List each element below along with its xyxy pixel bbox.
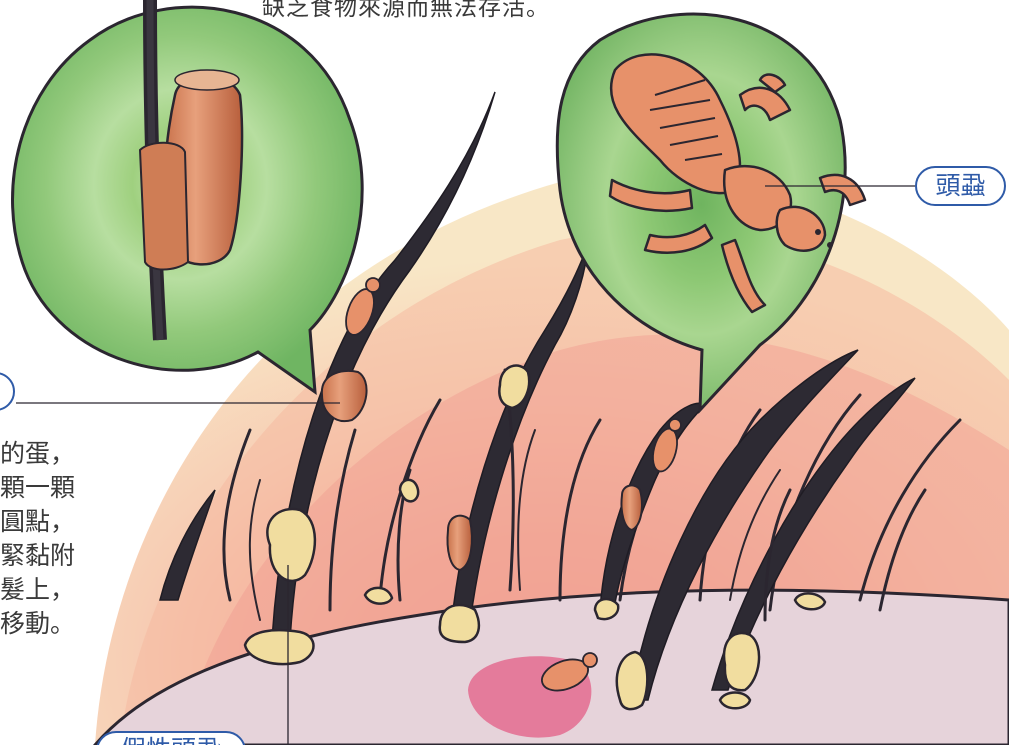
fake-nit-label: 假性頭蝨 [96,731,246,745]
description-line: 的蛋， [0,437,80,471]
description-line: 移動。 [0,607,80,641]
description-line: 圓點， [0,505,80,539]
head-louse-label: 頭蝨 [915,166,1006,206]
description-line: 顆一顆 [0,471,80,505]
nit-description: 的蛋， 顆一顆 圓點， 緊黏附 髮上， 移動。 [0,437,80,641]
description-line: 緊黏附 [0,539,80,573]
description-line: 髮上， [0,573,80,607]
